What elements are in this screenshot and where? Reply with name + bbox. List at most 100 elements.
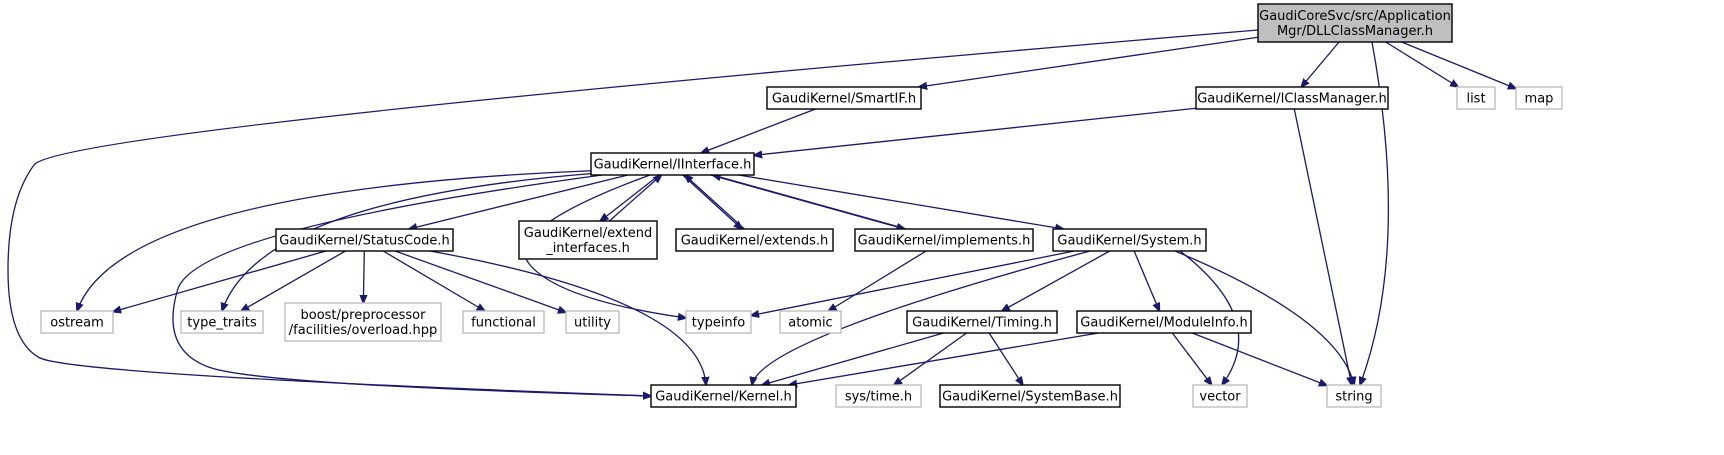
node-label-iinterface-0: GaudiKernel/IInterface.h: [594, 158, 752, 173]
node-label-type_traits-0: type_traits: [187, 316, 257, 331]
node-moduleinfo[interactable]: GaudiKernel/ModuleInfo.h: [1076, 310, 1252, 334]
edge-timing-to-systembase: [988, 332, 1023, 385]
node-root[interactable]: GaudiCoreSvc/src/ApplicationMgr/DLLClass…: [1257, 3, 1453, 43]
edge-statuscode-to-kernel: [429, 250, 706, 385]
node-box-ostream: [40, 310, 114, 334]
node-label-systembase-0: GaudiKernel/SystemBase.h: [942, 390, 1118, 405]
edge-timing-to-kernel: [762, 332, 944, 385]
node-type_traits: type_traits: [180, 310, 264, 334]
edge-iinterface-to-ostream: [77, 170, 592, 311]
edge-statuscode-to-type_traits: [241, 250, 346, 311]
node-box-statuscode: [275, 228, 454, 252]
edge-statuscode-to-utility: [394, 250, 566, 312]
node-box-timing: [906, 310, 1058, 334]
node-kernel[interactable]: GaudiKernel/Kernel.h: [650, 384, 797, 408]
edge-statuscode-to-functional: [382, 250, 485, 311]
node-systembase[interactable]: GaudiKernel/SystemBase.h: [939, 384, 1121, 408]
node-system[interactable]: GaudiKernel/System.h: [1052, 228, 1207, 252]
edge-iinterface-to-system: [738, 174, 1064, 229]
node-label-kernel-0: GaudiKernel/Kernel.h: [655, 390, 792, 405]
node-box-iinterface: [590, 152, 755, 176]
edge-system-to-timing: [1002, 250, 1111, 311]
node-box-smartif: [766, 86, 922, 110]
node-label-string-0: string: [1335, 390, 1372, 405]
edge-iinterface-to-typeinfo: [524, 174, 686, 318]
node-box-map: [1515, 86, 1563, 110]
edge-statuscode-to-ostream: [113, 250, 327, 312]
edge-root-to-kernel: [7, 29, 1259, 396]
edge-iclassmanager-to-string: [1293, 108, 1351, 385]
node-label-vector-0: vector: [1199, 390, 1241, 405]
node-extends[interactable]: GaudiKernel/extends.h: [675, 228, 834, 252]
edge-extend_interfaces-to-iinterface: [608, 175, 661, 222]
node-label-smartif-0: GaudiKernel/SmartIF.h: [772, 92, 916, 107]
node-label-iclassmanager-0: GaudiKernel/IClassManager.h: [1197, 92, 1387, 107]
node-string: string: [1326, 384, 1382, 408]
node-map: map: [1515, 86, 1563, 110]
node-vector: vector: [1192, 384, 1248, 408]
node-label-root-0: GaudiCoreSvc/src/Application: [1259, 9, 1451, 24]
edge-moduleinfo-to-kernel: [789, 332, 1099, 385]
node-statuscode[interactable]: GaudiKernel/StatusCode.h: [275, 228, 454, 252]
node-label-systime-0: sys/time.h: [845, 390, 912, 405]
edge-iinterface-to-statuscode: [409, 174, 629, 229]
node-box-boost_overload: [284, 302, 442, 342]
node-label-system-0: GaudiKernel/System.h: [1057, 234, 1201, 249]
node-label-ostream-0: ostream: [50, 316, 104, 331]
edge-moduleinfo-to-vector: [1171, 332, 1211, 385]
node-iinterface[interactable]: GaudiKernel/IInterface.h: [590, 152, 755, 176]
node-box-extend_interfaces: [518, 220, 658, 260]
edge-implements-to-atomic: [828, 250, 927, 311]
node-list: list: [1456, 86, 1496, 110]
node-label-typeinfo-0: typeinfo: [692, 316, 745, 331]
node-label-timing-0: GaudiKernel/Timing.h: [912, 316, 1052, 331]
node-typeinfo: typeinfo: [685, 310, 752, 334]
node-ostream: ostream: [40, 310, 114, 334]
edge-system-to-typeinfo: [751, 250, 1075, 316]
node-box-type_traits: [180, 310, 264, 334]
edge-statuscode-to-boost_overload: [363, 250, 364, 303]
node-label-extend_interfaces-0: GaudiKernel/extend: [524, 226, 652, 241]
node-label-boost_overload-0: boost/preprocessor: [301, 308, 427, 323]
edge-timing-to-systime: [894, 332, 967, 385]
node-boost_overload: boost/preprocessor/facilities/overload.h…: [284, 302, 442, 342]
node-box-list: [1456, 86, 1496, 110]
node-box-systime: [835, 384, 922, 408]
node-box-moduleinfo: [1076, 310, 1252, 334]
edge-extends-to-iinterface: [685, 175, 745, 230]
edge-smartif-to-iinterface: [701, 108, 816, 153]
edges-layer: [7, 29, 1516, 396]
node-utility: utility: [565, 310, 620, 334]
node-implements[interactable]: GaudiKernel/implements.h: [854, 228, 1034, 252]
node-systime: sys/time.h: [835, 384, 922, 408]
node-atomic: atomic: [779, 310, 842, 334]
node-box-functional: [462, 310, 545, 334]
node-box-string: [1326, 384, 1382, 408]
node-box-vector: [1192, 384, 1248, 408]
edge-root-to-list: [1385, 41, 1459, 87]
node-box-utility: [565, 310, 620, 334]
node-extend_interfaces[interactable]: GaudiKernel/extend_interfaces.h: [518, 220, 658, 260]
edge-iinterface-to-extend_interfaces: [600, 174, 660, 221]
node-iclassmanager[interactable]: GaudiKernel/IClassManager.h: [1195, 86, 1389, 110]
edge-system-to-string: [1174, 250, 1354, 385]
node-timing[interactable]: GaudiKernel/Timing.h: [906, 310, 1058, 334]
node-box-iclassmanager: [1195, 86, 1389, 110]
node-box-extends: [675, 228, 834, 252]
node-label-statuscode-0: GaudiKernel/StatusCode.h: [279, 234, 449, 249]
node-label-atomic-0: atomic: [788, 316, 832, 331]
node-smartif[interactable]: GaudiKernel/SmartIF.h: [766, 86, 922, 110]
edge-iinterface-to-extends: [682, 174, 742, 229]
edge-moduleinfo-to-string: [1192, 332, 1327, 385]
node-label-functional-0: functional: [471, 316, 536, 331]
nodes-layer: GaudiCoreSvc/src/ApplicationMgr/DLLClass…: [40, 3, 1563, 408]
node-box-atomic: [779, 310, 842, 334]
node-box-system: [1052, 228, 1207, 252]
edge-iinterface-to-kernel: [172, 174, 651, 396]
edge-implements-to-iinterface: [713, 175, 907, 230]
node-label-utility-0: utility: [574, 316, 611, 331]
edge-root-to-map: [1401, 41, 1516, 89]
edge-root-to-iclassmanager: [1301, 41, 1340, 87]
edge-iclassmanager-to-iinterface: [754, 107, 1197, 155]
node-label-root-1: Mgr/DLLClassManager.h: [1277, 24, 1433, 39]
